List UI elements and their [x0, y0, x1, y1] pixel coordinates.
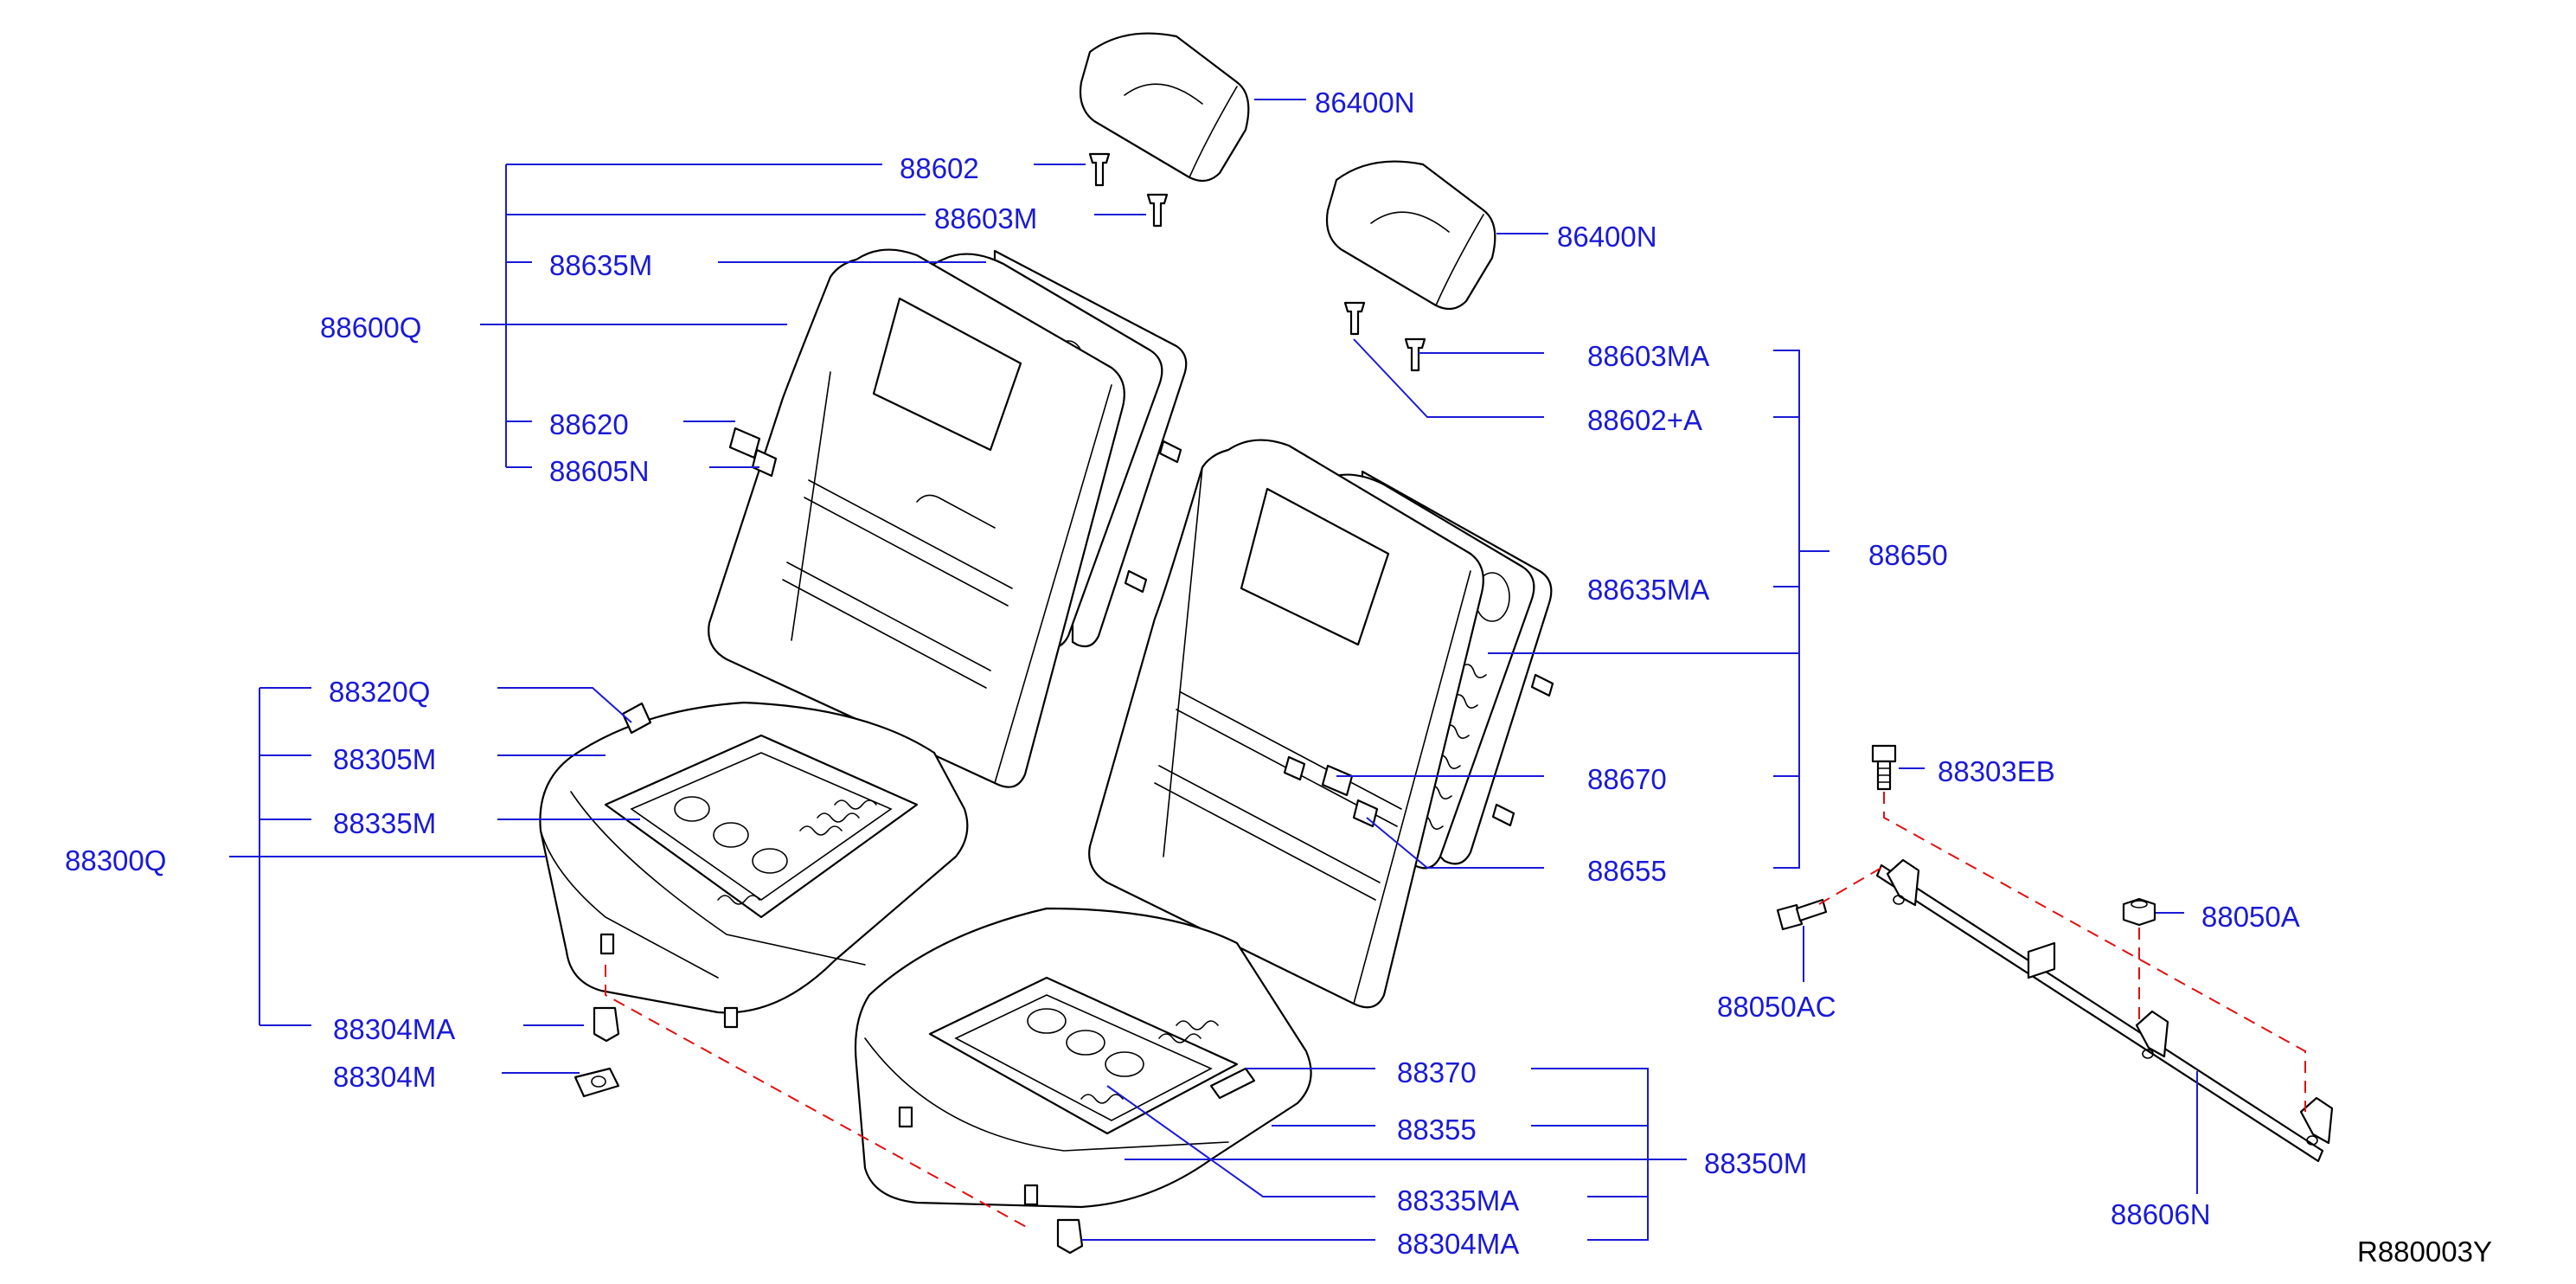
label-88606n: 88606N: [2111, 1198, 2211, 1230]
label-88605n: 88605N: [549, 455, 650, 487]
hidden-line-bar-rear: [1883, 792, 2306, 1112]
label-88304ma-right: 88304MA: [1397, 1228, 1519, 1260]
label-88050a: 88050A: [2201, 901, 2300, 933]
right-seat-cushion: [854, 907, 1312, 1209]
label-88670: 88670: [1587, 763, 1667, 795]
label-88304ma-left: 88304MA: [333, 1013, 455, 1045]
label-88304m: 88304M: [333, 1061, 436, 1093]
leader-lines: [229, 99, 2198, 1241]
label-88602: 88602: [900, 152, 979, 184]
label-88050ac: 88050AC: [1717, 991, 1836, 1023]
label-88300q: 88300Q: [65, 844, 166, 876]
bolt-88303eb: [1871, 744, 1897, 791]
label-88350m: 88350M: [1704, 1147, 1807, 1179]
right-seatback-trim: [1088, 439, 1484, 1009]
label-88303eb: 88303EB: [1938, 755, 2055, 787]
label-88603m: 88603M: [934, 202, 1037, 234]
label-88320q: 88320Q: [329, 676, 430, 708]
left-seatback-tags: [728, 427, 778, 478]
label-88370: 88370: [1397, 1056, 1477, 1088]
headrest-upper: [1079, 32, 1250, 183]
cushion-hooks: [574, 1006, 1084, 1255]
label-88602a: 88602+A: [1587, 404, 1702, 436]
label-86400n-lower: 86400N: [1557, 221, 1657, 253]
hidden-line-cushion: [605, 965, 1030, 1229]
label-88650: 88650: [1868, 539, 1948, 571]
hidden-line-bar-front: [1818, 864, 2140, 1025]
label-88635m: 88635M: [549, 249, 652, 281]
left-seat-cushion: [539, 701, 969, 1029]
label-88335m: 88335M: [333, 807, 436, 839]
label-88603ma: 88603MA: [1587, 340, 1709, 372]
part-labels: 86400N 86400N 88602 88603M 88635M 88600Q…: [65, 87, 2492, 1268]
label-86400n-upper: 86400N: [1315, 87, 1415, 119]
label-88355: 88355: [1397, 1114, 1477, 1146]
label-88620: 88620: [549, 408, 629, 440]
label-88635ma: 88635MA: [1587, 574, 1709, 606]
headrest-lower: [1325, 160, 1496, 311]
seat-mounting-bar: [1875, 858, 2334, 1163]
right-seatback-tags: [1283, 755, 1379, 828]
label-88655: 88655: [1587, 855, 1667, 887]
nut-88050a: [2122, 897, 2156, 927]
label-88600q: 88600Q: [320, 311, 421, 343]
headrest-guide-pins: [1088, 152, 1426, 372]
reference-code: R880003Y: [2357, 1236, 2492, 1268]
label-88335ma: 88335MA: [1397, 1184, 1519, 1217]
left-seatback-trim: [708, 248, 1125, 788]
label-88305m: 88305M: [333, 743, 436, 775]
bolt-88050ac: [1776, 898, 1828, 931]
